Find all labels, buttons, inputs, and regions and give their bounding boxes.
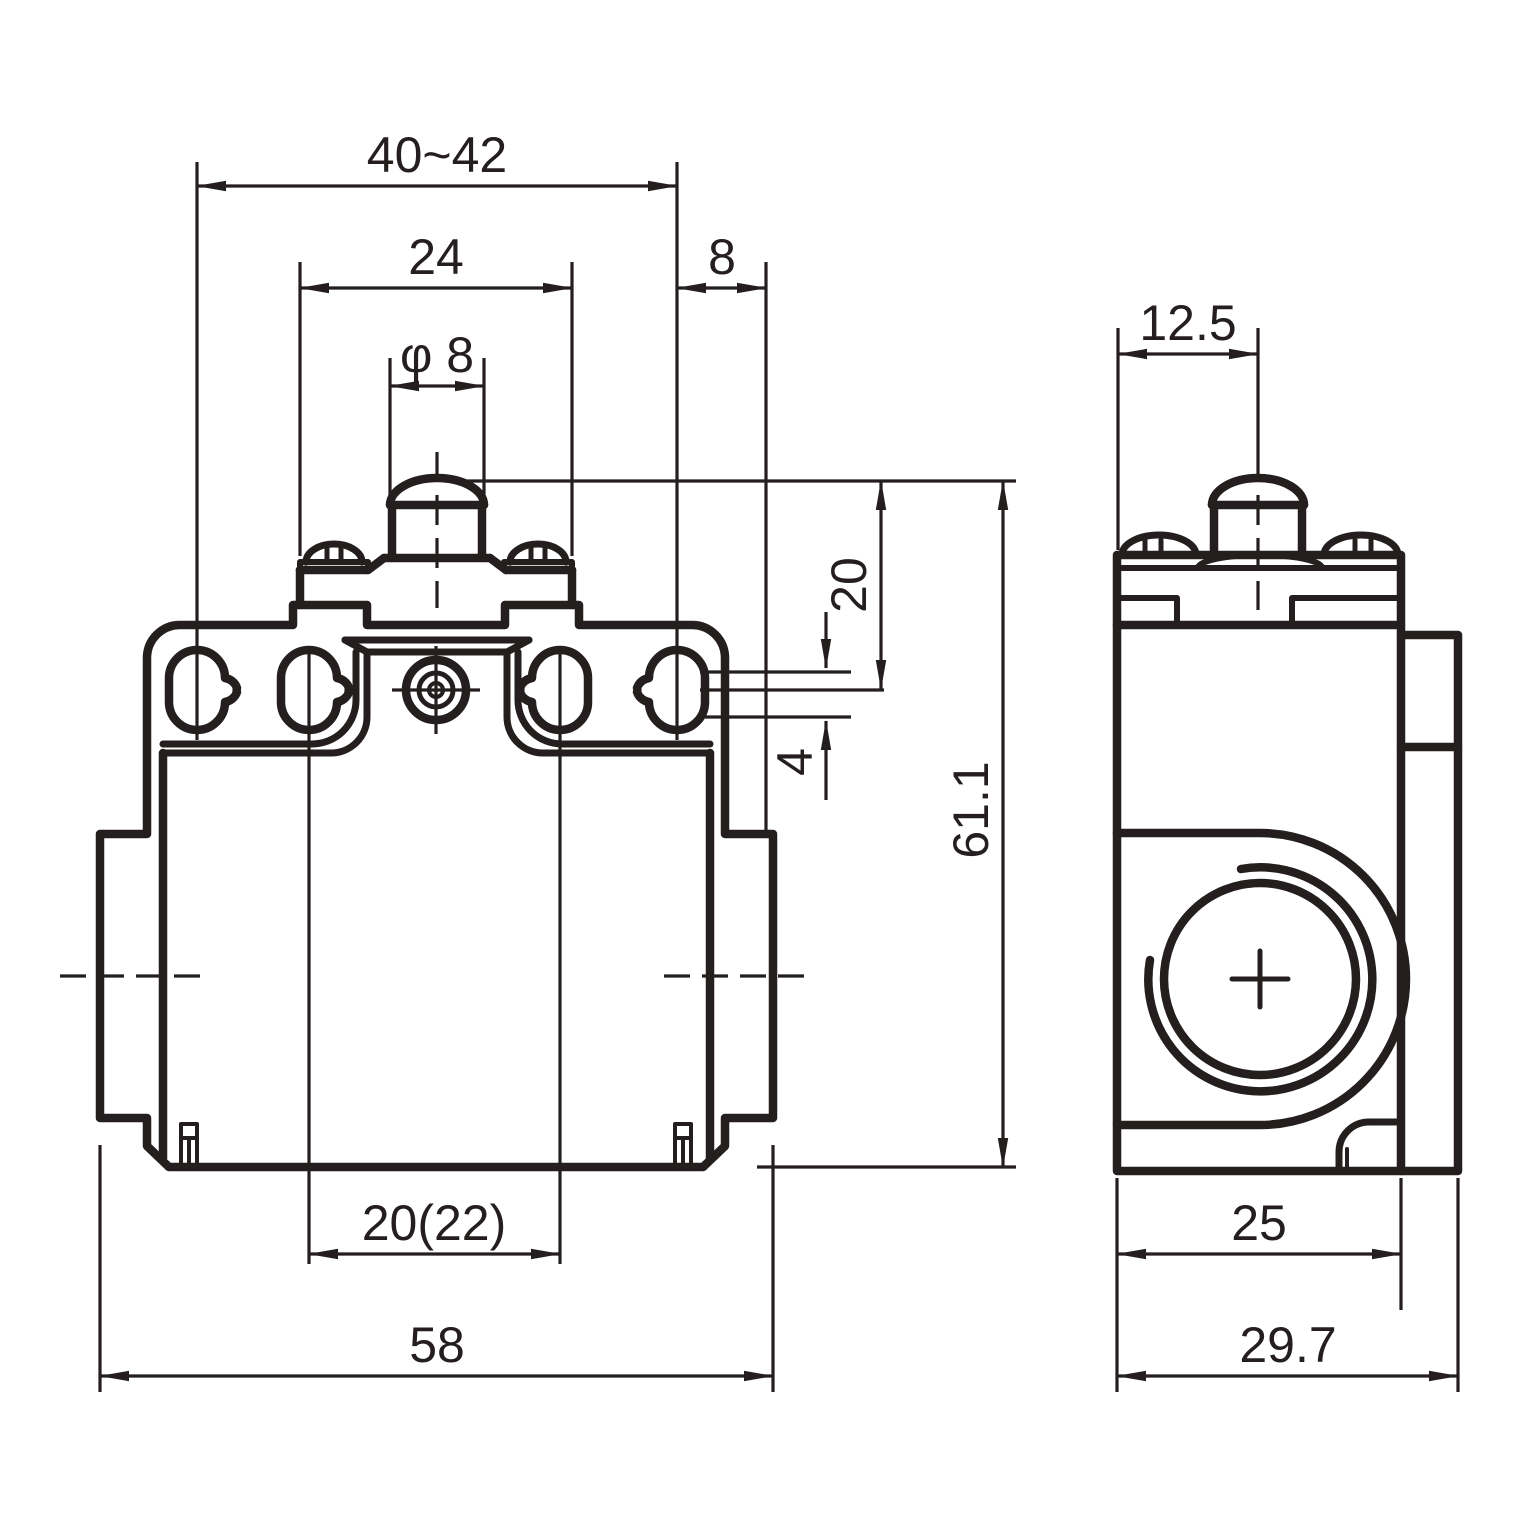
dim-slot-height: 4	[767, 612, 832, 800]
dim-plunger-diameter: φ 8	[389, 327, 485, 392]
mounting-hole-1	[164, 645, 242, 735]
dim-label-overall-width: 58	[409, 1317, 465, 1373]
side-plunger-skirt	[1195, 552, 1325, 571]
right-screw-washer	[501, 559, 575, 573]
cover-circle	[1159, 878, 1361, 1080]
side-plunger	[1207, 452, 1309, 610]
mounting-hole-2	[276, 645, 354, 735]
side-screw-left-slot	[1142, 537, 1164, 558]
dim-label-head-width: 24	[408, 229, 464, 285]
front-bottom-pins	[179, 1122, 693, 1169]
dim-edge-offset: 8	[676, 229, 767, 294]
side-screw-right	[1320, 531, 1402, 559]
side-plunger-cylinder	[1209, 500, 1307, 560]
dim-label-slot-height: 4	[767, 748, 823, 776]
dim-plunger-offset: 12.5	[1117, 295, 1259, 360]
side-screw-left	[1118, 531, 1200, 559]
front-head	[295, 540, 577, 610]
front-view	[60, 452, 806, 1172]
dimension-annotations: 40~42 24 8 φ 8 20 4 61.1	[98, 127, 1460, 1392]
mounting-hole-4	[632, 645, 710, 735]
side-view	[1112, 452, 1463, 1176]
bottom-pin-right	[673, 1122, 693, 1169]
dim-label-overall-depth: 29.7	[1239, 1317, 1336, 1373]
dim-plunger-to-hole: 20	[821, 480, 887, 690]
dim-label-mounting-span: 40~42	[367, 127, 507, 183]
dim-label-overall-height: 61.1	[943, 761, 999, 858]
recess-wall-right-inner	[503, 648, 714, 757]
bottom-pin-left	[179, 1122, 199, 1169]
left-screw-slot	[324, 544, 344, 565]
side-step-notch-right	[1289, 595, 1404, 628]
cover-outline	[1112, 828, 1411, 1130]
front-body-outline	[95, 600, 778, 1172]
dim-label-plunger-diameter: φ 8	[400, 327, 474, 383]
side-cover	[1112, 828, 1411, 1175]
dim-label-body-depth: 25	[1231, 1195, 1287, 1251]
cover-center-cross	[1229, 948, 1291, 1010]
left-screw-head	[302, 540, 366, 566]
right-screw-head	[506, 540, 570, 566]
dim-body-depth: 25	[1116, 1195, 1402, 1260]
dim-hole-spacing: 20(22)	[308, 1195, 561, 1260]
left-screw-washer	[297, 559, 371, 573]
dim-label-edge-offset: 8	[708, 229, 736, 285]
dim-label-plunger-offset: 12.5	[1139, 295, 1236, 351]
recess-top-chamfers	[341, 636, 533, 656]
dim-overall-width: 58	[99, 1317, 774, 1382]
dim-overall-depth: 29.7	[1116, 1317, 1459, 1382]
right-screw-slot	[528, 544, 548, 565]
side-body-outline	[1112, 550, 1463, 1176]
cover-latch	[1335, 1118, 1405, 1175]
side-screws	[1118, 531, 1402, 559]
front-center-screw	[392, 646, 480, 734]
recess-wall-left-outer	[159, 648, 360, 748]
dim-label-hole-spacing: 20(22)	[362, 1195, 507, 1251]
head-sides	[295, 565, 577, 610]
front-plunger	[385, 452, 489, 608]
dim-head-width: 24	[299, 229, 573, 294]
recess-wall-right-outer	[514, 648, 714, 748]
dim-label-plunger-to-hole: 20	[821, 557, 877, 613]
dim-mounting-span: 40~42	[196, 127, 678, 192]
plunger-cylinder	[387, 500, 487, 563]
center-screw-crosshair	[392, 646, 480, 734]
cover-partial-arc	[1144, 863, 1377, 1096]
side-step-notch-left	[1114, 595, 1180, 628]
recess-wall-left-inner	[159, 648, 371, 757]
side-screw-right-slot	[1352, 537, 1374, 558]
dim-overall-height: 61.1	[943, 480, 1009, 1168]
mounting-hole-3	[515, 645, 593, 735]
